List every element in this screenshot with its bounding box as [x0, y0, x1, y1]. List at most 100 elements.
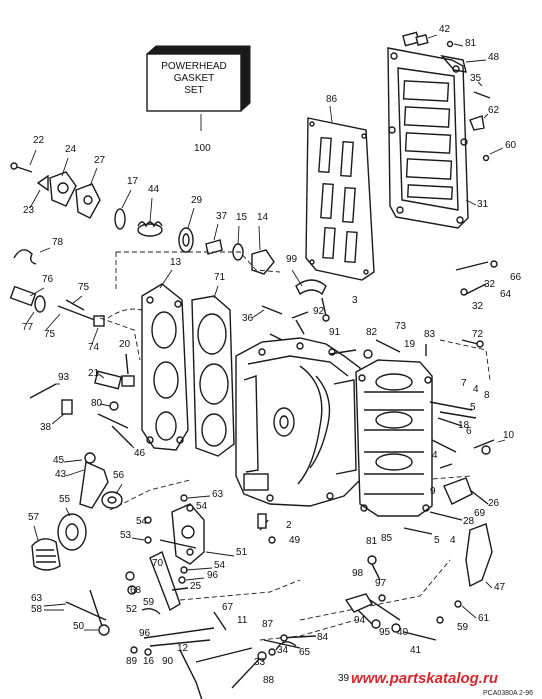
upper-left-parts [10, 149, 275, 275]
callout-81: 81 [366, 536, 378, 547]
exhaust-cover [387, 47, 469, 229]
callout-26: 26 [488, 498, 500, 509]
gasket-box-line-2: GASKET [174, 73, 215, 84]
callout-22: 22 [33, 135, 45, 146]
exhaust-gasket-86 [305, 105, 375, 281]
callout-27: 27 [94, 155, 106, 166]
callout-66: 66 [510, 272, 522, 283]
callout-96: 96 [139, 628, 151, 639]
callout-70: 70 [152, 558, 164, 569]
callout-88: 88 [263, 675, 275, 686]
callout-63: 63 [31, 593, 43, 604]
callout-42: 42 [439, 24, 451, 35]
callout-59: 59 [457, 622, 469, 633]
callout-54: 54 [196, 501, 208, 512]
drawing-date: 2-96 [519, 690, 533, 697]
gasket-set-box: POWERHEAD GASKET SET 100 [146, 45, 251, 154]
callout-23: 23 [23, 205, 35, 216]
callout-93: 93 [58, 372, 70, 383]
callout-80: 80 [91, 398, 103, 409]
callout-32: 32 [472, 301, 484, 312]
callout-38: 38 [40, 422, 52, 433]
callout-4: 4 [432, 450, 438, 461]
callout-11: 11 [237, 615, 248, 626]
callout-17: 17 [127, 176, 139, 187]
callout-4: 4 [473, 384, 479, 395]
callout-25: 25 [190, 581, 202, 592]
callout-51: 51 [236, 547, 248, 558]
callout-53: 53 [120, 530, 132, 541]
callout-68: 68 [130, 585, 142, 596]
crankcase-block [235, 319, 361, 507]
callout-39: 39 [338, 673, 350, 684]
callout-43: 43 [55, 469, 67, 480]
callout-57: 57 [28, 512, 40, 523]
callout-75: 75 [44, 329, 56, 340]
callout-83: 83 [424, 329, 436, 340]
callout-71: 71 [214, 272, 226, 283]
callout-94: 94 [354, 615, 366, 626]
cylinder-head-cover-13 [141, 269, 189, 451]
callout-40: 40 [397, 627, 409, 638]
callout-6: 6 [466, 426, 472, 437]
callout-52: 52 [126, 604, 138, 615]
callout-54: 54 [214, 560, 226, 571]
callout-3: 3 [352, 295, 358, 306]
callout-75: 75 [78, 282, 90, 293]
callout-55: 55 [59, 494, 71, 505]
callout-28: 28 [463, 516, 475, 527]
callout-65: 65 [299, 647, 311, 658]
callout-33: 33 [254, 657, 266, 668]
callout-46: 46 [134, 448, 146, 459]
gasket-box-line-3: SET [184, 85, 203, 96]
callout-34: 34 [277, 645, 289, 656]
callout-77: 77 [22, 322, 34, 333]
callout-61: 61 [478, 613, 490, 624]
callout-91: 91 [329, 327, 341, 338]
callout-31: 31 [477, 199, 489, 210]
callout-19: 19 [404, 339, 416, 350]
callout-10: 10 [503, 430, 515, 441]
throttle-linkage-right [231, 513, 437, 689]
callout-9: 9 [430, 486, 436, 497]
callout-8: 8 [484, 390, 490, 401]
callout-20: 20 [119, 339, 131, 350]
callout-64: 64 [500, 289, 512, 300]
callout-5: 5 [434, 535, 440, 546]
left-lower-parts [29, 353, 135, 449]
callout-59: 59 [143, 597, 155, 608]
gasket-box-ref: 100 [194, 143, 211, 154]
callout-13: 13 [170, 257, 182, 268]
callout-35: 35 [470, 73, 482, 84]
callout-85: 85 [381, 533, 393, 544]
callout-24: 24 [65, 144, 77, 155]
callout-82: 82 [366, 327, 378, 338]
callout-84: 84 [317, 632, 329, 643]
callout-63: 63 [212, 489, 224, 500]
callout-92: 92 [313, 306, 325, 317]
callout-44: 44 [148, 184, 160, 195]
callout-72: 72 [472, 329, 484, 340]
callout-50: 50 [73, 621, 85, 632]
callout-58: 58 [31, 604, 43, 615]
callout-81: 81 [465, 38, 477, 49]
callout-95: 95 [379, 627, 391, 638]
callout-76: 76 [42, 274, 54, 285]
callout-4: 4 [450, 535, 456, 546]
callout-54: 54 [136, 516, 148, 527]
throttle-linkage-left [31, 452, 123, 571]
callout-45: 45 [53, 455, 65, 466]
right-hardware [363, 260, 506, 624]
callout-96: 96 [207, 570, 219, 581]
gasket-box-line-1: POWERHEAD [161, 61, 227, 72]
callout-90: 90 [162, 656, 174, 667]
callout-5: 5 [470, 402, 476, 413]
callout-69: 69 [474, 508, 486, 519]
callout-89: 89 [126, 656, 138, 667]
callout-74: 74 [88, 342, 100, 353]
callout-97: 97 [375, 578, 387, 589]
callout-16: 16 [143, 656, 155, 667]
